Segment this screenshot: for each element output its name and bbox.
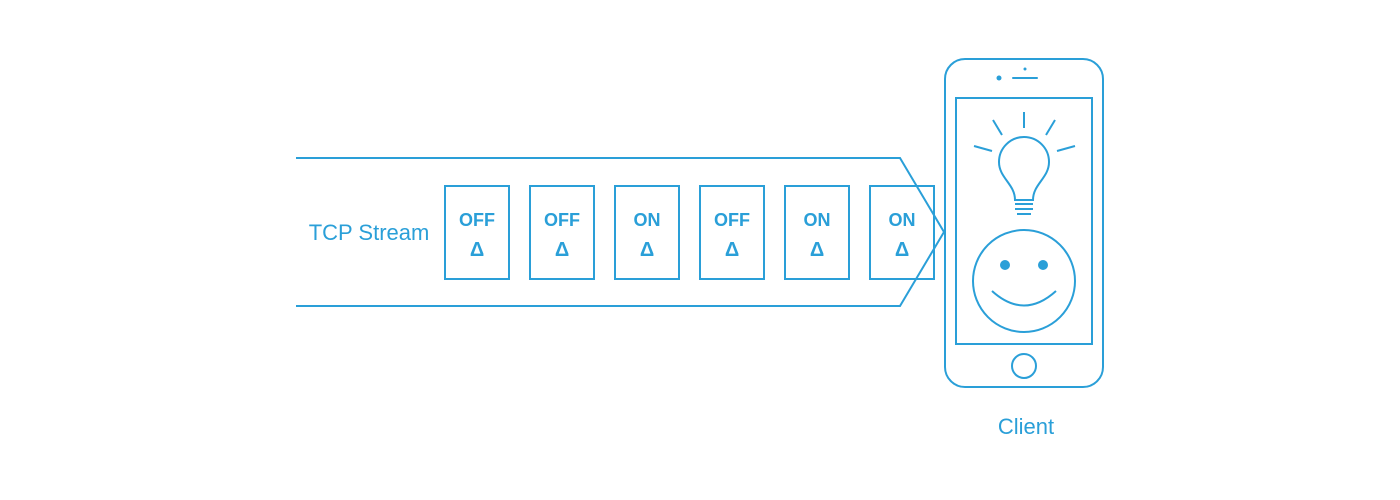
- client-label: Client: [998, 414, 1054, 439]
- lightbulb-icon: [973, 112, 1076, 215]
- message-box: [784, 185, 850, 280]
- message-state-label: ON: [889, 210, 916, 230]
- stream-label: TCP Stream: [309, 220, 430, 245]
- message-box: [699, 185, 765, 280]
- message-packet: ON Δ: [614, 185, 680, 280]
- message-packet: ON Δ: [784, 185, 850, 280]
- message-state-label: ON: [634, 210, 661, 230]
- delta-symbol: Δ: [470, 239, 484, 261]
- delta-symbol: Δ: [895, 239, 909, 261]
- message-box: [614, 185, 680, 280]
- message-packet: OFF Δ: [529, 185, 595, 280]
- delta-symbol: Δ: [555, 239, 569, 261]
- smiley-left-eye: [1000, 260, 1010, 270]
- message-state-label: OFF: [544, 210, 580, 230]
- delta-symbol: Δ: [725, 239, 739, 261]
- message-state-label: OFF: [714, 210, 750, 230]
- message-packet: OFF Δ: [444, 185, 510, 280]
- message-list: OFF Δ OFF Δ ON Δ OFF Δ ON Δ ON Δ: [444, 185, 935, 280]
- smiley-mouth: [991, 290, 1057, 307]
- phone-screen: [955, 97, 1093, 345]
- smartphone-icon: [944, 58, 1104, 388]
- message-state-label: OFF: [459, 210, 495, 230]
- phone-home-button: [1011, 353, 1037, 379]
- smiley-right-eye: [1038, 260, 1048, 270]
- delta-symbol: Δ: [640, 239, 654, 261]
- delta-symbol: Δ: [810, 239, 824, 261]
- phone-sensor: [1023, 67, 1027, 71]
- message-packet: ON Δ: [869, 185, 935, 280]
- message-packet: OFF Δ: [699, 185, 765, 280]
- phone-body: [944, 58, 1104, 388]
- smiley-face-icon: [972, 229, 1076, 333]
- message-box: [529, 185, 595, 280]
- message-state-label: ON: [804, 210, 831, 230]
- message-box: [444, 185, 510, 280]
- phone-camera: [996, 75, 1002, 81]
- message-box: [869, 185, 935, 280]
